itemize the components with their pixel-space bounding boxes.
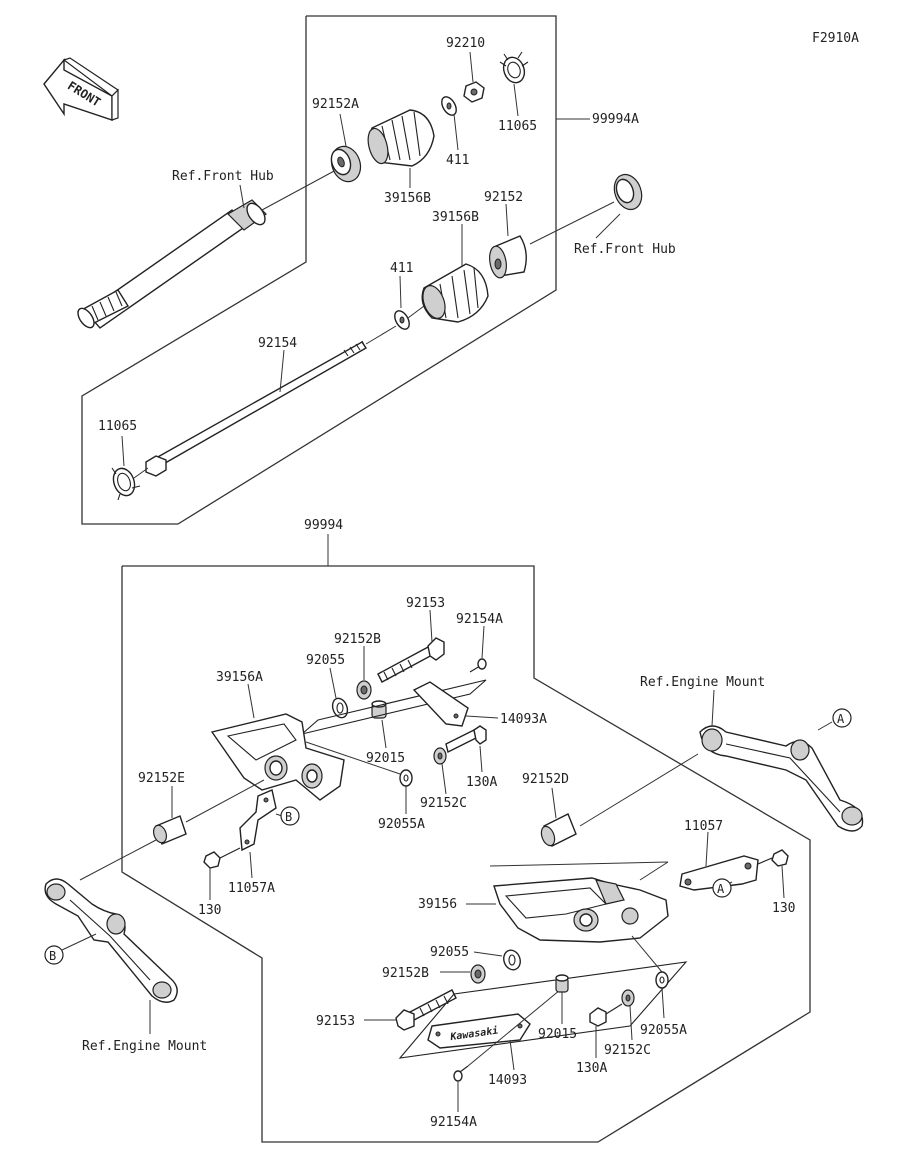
collar-92152D-part [540, 813, 577, 847]
bracket-11057A-label: 11057A [228, 881, 275, 896]
washer-92055-left-label: 92055 [306, 653, 345, 668]
collar-92152C-right-label: 92152C [604, 1043, 651, 1058]
slider-39156B-top-label: 39156B [384, 191, 431, 206]
bolt-130A-right-label: 130A [576, 1061, 607, 1076]
washer-411-top-part [441, 96, 457, 116]
bolt-92153-left-part [377, 637, 445, 683]
slider-39156A-label: 39156A [216, 670, 263, 685]
plate-14093-label: 14093 [488, 1073, 527, 1088]
ref-engine-mount-left-label: Ref.Engine Mount [82, 1039, 207, 1054]
screw-92154A-left-label: 92154A [456, 612, 503, 627]
svg-text:A: A [717, 882, 725, 896]
svg-text:A: A [837, 712, 845, 726]
slider-39156B-bottom-part [421, 263, 489, 323]
callout-b-upper-icon: B [280, 806, 300, 826]
plate-14093A-label: 14093A [500, 712, 547, 727]
washer-92055A-right-part [655, 971, 669, 989]
screw-92154A-right-label: 92154A [430, 1115, 477, 1130]
ring-11065-bottom-part [111, 467, 149, 501]
upper-kit-group: 99994A Ref.Front Hub 92152A 39156B [76, 15, 676, 525]
axle-part [76, 169, 337, 329]
collar-92152-label: 92152 [484, 190, 523, 205]
svg-text:B: B [285, 810, 292, 824]
bolt-130A-left-part [445, 725, 487, 754]
collar-92152C-right-part [621, 989, 635, 1007]
shaft-92154-label: 92154 [258, 336, 297, 351]
ring-11065-top-part [499, 51, 529, 84]
lower-kit-group: 99994 92153 92154A 92152B 92055 [44, 518, 864, 1143]
slider-39156B-bottom-label: 39156B [432, 210, 479, 225]
bolt-92153-right-part [395, 989, 457, 1031]
callout-a-lower-icon: A [712, 878, 732, 898]
shaft-92154-part [145, 305, 425, 477]
svg-text:B: B [49, 949, 56, 963]
washer-92055A-left-label: 92055A [378, 817, 425, 832]
collar-92152E-label: 92152E [138, 771, 185, 786]
collar-92015-right-label: 92015 [538, 1027, 577, 1042]
bolt-130A-left-label: 130A [466, 775, 497, 790]
bolt-130-left-part [203, 847, 241, 869]
ref-engine-mount-right-part [699, 725, 864, 832]
collar-92152C-left-label: 92152C [420, 796, 467, 811]
washer-92055-right-label: 92055 [430, 945, 469, 960]
plate-14093-part: Kawasaki [398, 961, 688, 1059]
collar-92152-part [489, 235, 527, 279]
ref-engine-mount-left-part [44, 878, 178, 1003]
lower-kit-number: 99994 [304, 518, 343, 533]
collar-92152B-left-label: 92152B [334, 632, 381, 647]
nut-92210-label: 92210 [446, 36, 485, 51]
ref-front-hub-right-part [613, 173, 643, 211]
upper-kit-number: 99994A [592, 112, 639, 127]
bolt-92153-right-label: 92153 [316, 1014, 355, 1029]
ref-front-hub-right-label: Ref.Front Hub [574, 242, 676, 257]
ring-11065-bottom-label: 11065 [98, 419, 137, 434]
collar-92152E-part [152, 815, 187, 845]
bolt-130-right-label: 130 [772, 901, 795, 916]
bracket-11057-label: 11057 [684, 819, 723, 834]
figure-code: F2910A [812, 31, 859, 46]
screw-92154A-left-part [469, 658, 487, 673]
bolt-92153-left-label: 92153 [406, 596, 445, 611]
collar-92015-right-part [555, 974, 569, 993]
slider-39156-label: 39156 [418, 897, 457, 912]
collar-92015-left-label: 92015 [366, 751, 405, 766]
front-arrow-icon: FRONT [43, 57, 119, 121]
collar-92152B-right-label: 92152B [382, 966, 429, 981]
nut-92210-part [463, 81, 485, 103]
lower-kit-box [121, 565, 811, 1143]
ref-engine-mount-right-label: Ref.Engine Mount [640, 675, 765, 690]
ref-front-hub-left-label: Ref.Front Hub [172, 169, 274, 184]
collar-92152D-label: 92152D [522, 772, 569, 787]
bracket-11057-part [679, 855, 759, 891]
plate-14093A-part [301, 679, 487, 735]
washer-92055A-left-part [399, 769, 413, 787]
washer-92055-right-part [503, 949, 521, 971]
bolt-130A-right-part [589, 1003, 623, 1027]
screw-92154A-right-part [453, 1065, 469, 1082]
upper-kit-box [81, 15, 557, 525]
slider-39156-part [493, 877, 669, 943]
collar-92152C-left-part [433, 747, 447, 765]
collar-92152A-label: 92152A [312, 97, 359, 112]
slider-39156B-top-part [367, 109, 435, 167]
washer-411-bottom-label: 411 [390, 261, 413, 276]
bolt-130-left-label: 130 [198, 903, 221, 918]
washer-92055A-right-label: 92055A [640, 1023, 687, 1038]
callout-b-lower-icon: B [44, 945, 64, 965]
washer-411-bottom-part [394, 310, 410, 330]
callout-a-upper-icon: A [832, 708, 852, 728]
bracket-11057A-part [239, 789, 277, 852]
collar-92152B-right-part [470, 964, 486, 984]
ring-11065-top-label: 11065 [498, 119, 537, 134]
slider-39156A-part [210, 713, 345, 801]
collar-92152A-part [330, 145, 362, 183]
washer-92055-left-part [331, 697, 349, 719]
collar-92152B-left-part [356, 680, 372, 700]
bolt-130-right-part [757, 849, 789, 867]
washer-411-top-label: 411 [446, 153, 469, 168]
